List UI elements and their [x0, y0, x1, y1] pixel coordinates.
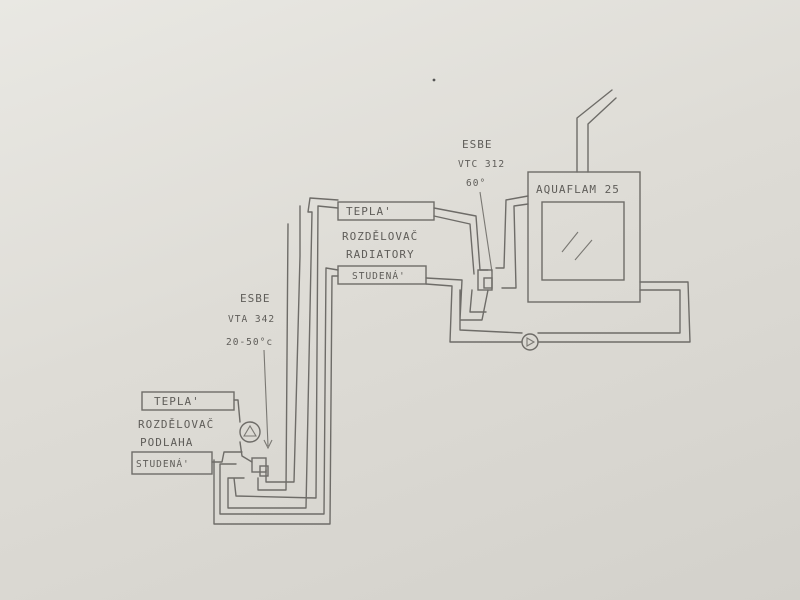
radiator-supply-pipe — [433, 207, 489, 275]
mixing-valve-floor — [251, 457, 269, 477]
esbe-left-brand: ESBE — [240, 292, 271, 305]
radiator-hot-label: TEPLA' — [346, 205, 392, 218]
boiler: AQUAFLAM 25 — [527, 171, 641, 303]
radiator-cold-label: STUDENÁ' — [352, 270, 406, 282]
floor-title-2: PODLAHA — [140, 436, 193, 449]
pencil-mark — [432, 78, 436, 82]
esbe-top-temp: 60° — [466, 178, 486, 189]
esbe-left-temp: 20-50°c — [226, 337, 273, 348]
mixing-valve-top — [477, 269, 493, 291]
floor-manifold: TEPLA' ROZDĚLOVAČ PODLAHA STUDENÁ' — [131, 391, 235, 475]
riser-pipe — [213, 197, 339, 525]
pump-icon — [521, 333, 539, 351]
esbe-vta-label: ESBE VTA 342 20-50°c — [226, 292, 275, 450]
boiler-supply-pipe — [495, 195, 529, 289]
boiler-return-pipe — [425, 277, 691, 343]
radiator-manifold: TEPLA' ROZDĚLOVAČ RADIATORY STUDENÁ' — [337, 201, 435, 285]
esbe-left-model: VTA 342 — [228, 314, 275, 325]
esbe-top-brand: ESBE — [462, 138, 493, 151]
floor-hot-label: TEPLA' — [154, 395, 200, 408]
esbe-vtc-label: ESBE VTC 312 60° — [458, 138, 505, 273]
floor-supply-pipe — [257, 205, 301, 491]
pump-icon — [239, 421, 261, 443]
chimney — [576, 89, 617, 173]
floor-title-1: ROZDĚLOVAČ — [138, 418, 214, 431]
radiator-title-1: ROZDĚLOVAČ — [342, 230, 418, 243]
radiator-title-2: RADIATORY — [346, 248, 415, 261]
esbe-top-model: VTC 312 — [458, 159, 505, 170]
boiler-label: AQUAFLAM 25 — [536, 183, 620, 196]
floor-manifold-pipes — [211, 399, 253, 463]
floor-cold-label: STUDENÁ' — [136, 458, 190, 470]
